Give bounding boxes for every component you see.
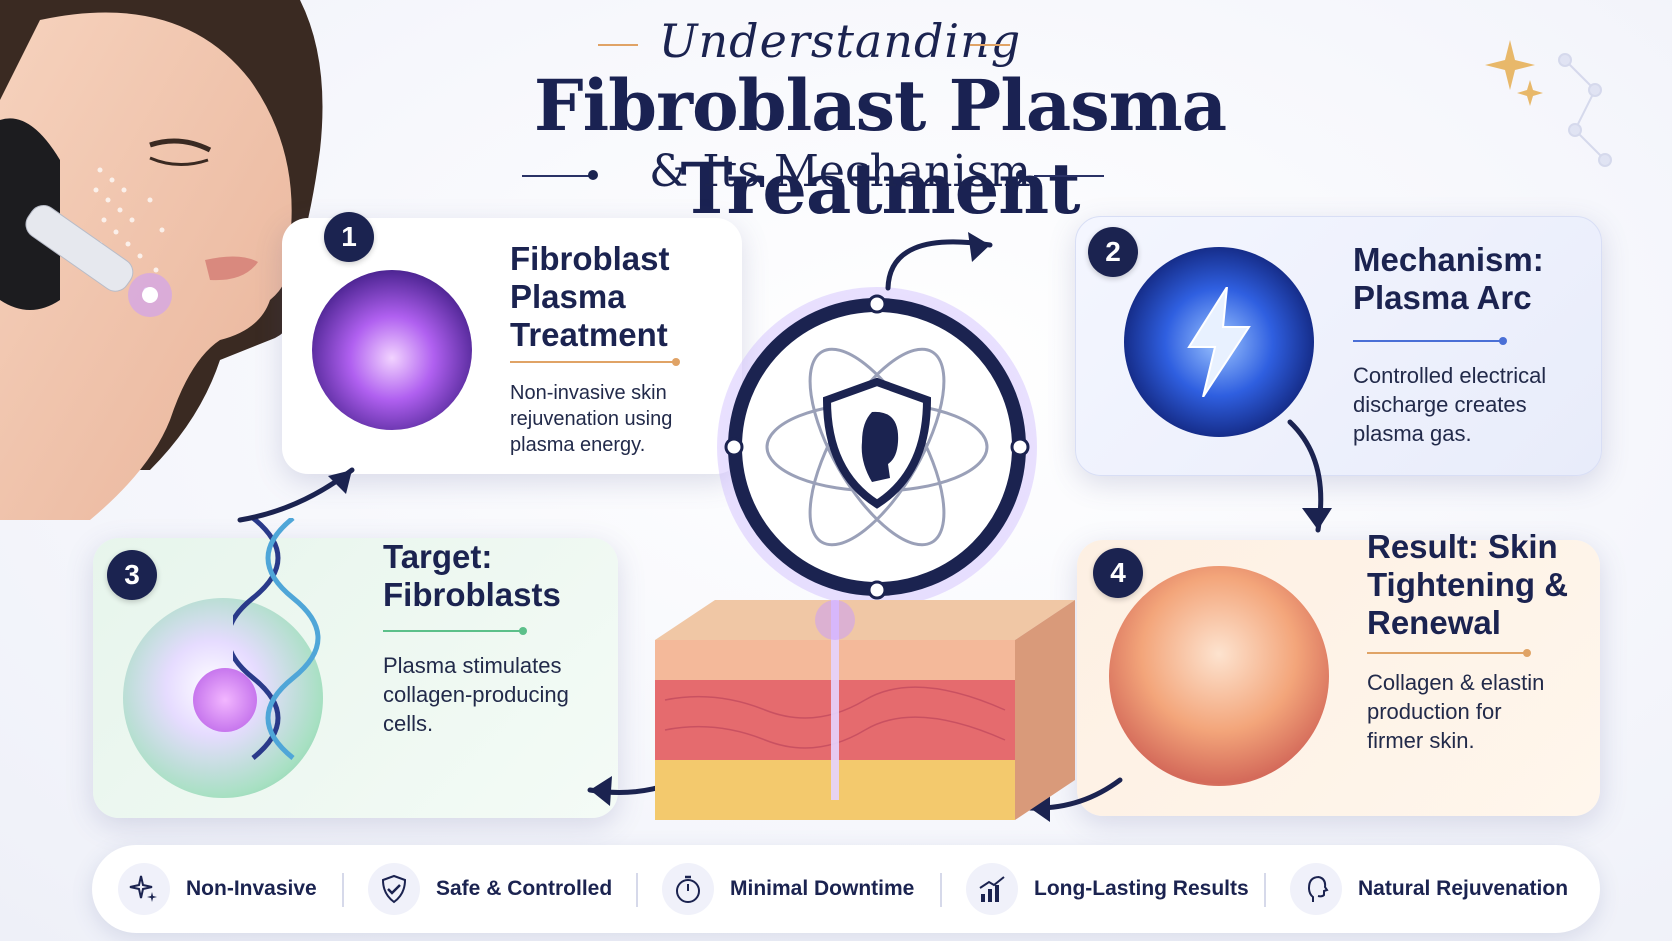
step-title-2b: Plasma Arc: [1353, 279, 1532, 316]
step-title-3b: Fibroblasts: [383, 576, 561, 613]
feature-safe-controlled: Safe & Controlled: [368, 845, 612, 933]
step-desc-1b: rejuvenation using: [510, 408, 673, 430]
plasma-spark-illustration: [312, 270, 472, 430]
feature-label-4: Long-Lasting Results: [1034, 877, 1249, 900]
step-desc-2b: discharge creates: [1353, 392, 1527, 417]
feature-non-invasive: Non-Invasive: [118, 845, 317, 933]
sparkle-icon: [1485, 40, 1612, 167]
step-desc-3c: cells.: [383, 711, 434, 736]
subtitle-rule-left: [522, 175, 592, 177]
subtitle-dot-right: [1016, 170, 1026, 180]
step-desc-1c: plasma energy.: [510, 434, 646, 456]
subtitle-rule-right: [1034, 175, 1104, 177]
step-title-4c: Renewal: [1367, 604, 1501, 641]
step-card-3: 3 Target: Fibroblasts Plasma stimulates …: [93, 518, 618, 818]
shield-check-icon: [368, 863, 420, 915]
step-card-4: 4 Result: Skin Tightening & Renewal Coll…: [1077, 528, 1600, 816]
step-desc-2c: plasma gas.: [1353, 421, 1472, 446]
step-title-4a: Result: Skin: [1367, 528, 1558, 565]
step-card-2: 2 Mechanism: Plasma Arc Controlled elect…: [1075, 216, 1602, 476]
step-title-2a: Mechanism:: [1353, 241, 1544, 278]
feature-divider-3: [940, 873, 942, 907]
step-title-1c: Treatment: [510, 316, 668, 353]
skin-layers-block: [655, 600, 1075, 820]
face-illustration: [0, 0, 323, 520]
header-kicker: Understanding: [658, 14, 1022, 68]
step-badge-3: 3: [107, 550, 157, 600]
feature-divider-4: [1264, 873, 1266, 907]
step-rule-4: [1367, 649, 1531, 657]
feature-long-lasting: Long-Lasting Results: [966, 845, 1249, 933]
dna-helix-icon: [233, 518, 321, 760]
step-desc-4a: Collagen & elastin: [1367, 670, 1545, 695]
step-desc-4b: production for: [1367, 699, 1502, 724]
step-card-1: 1 Fibroblast Plasma Treatment Non-invasi…: [282, 212, 742, 474]
step-badge-4: 4: [1093, 548, 1143, 598]
step-title-4b: Tightening &: [1367, 566, 1569, 603]
subtitle-dot-left: [588, 170, 598, 180]
step-rule-1: [510, 358, 680, 366]
step-badge-1: 1: [324, 212, 374, 262]
step-rule-2: [1353, 337, 1507, 345]
page-title: Fibroblast Plasma Treatment: [533, 64, 1227, 230]
page-subtitle: & Its Mechanism: [649, 146, 1031, 197]
cell-nucleus: [193, 668, 257, 732]
fibroblast-cell-illustration: [123, 598, 323, 798]
step-desc-3a: Plasma stimulates: [383, 653, 562, 678]
step-desc-1a: Non-invasive skin: [510, 382, 667, 404]
kicker-rule-right: [970, 44, 1010, 46]
stopwatch-icon: [662, 863, 714, 915]
step-badge-2: 2: [1088, 227, 1138, 277]
feature-label-3: Minimal Downtime: [730, 877, 915, 900]
feature-label-2: Safe & Controlled: [436, 877, 613, 900]
step-desc-4c: firmer skin.: [1367, 728, 1475, 753]
feature-label-5: Natural Rejuvenation: [1358, 877, 1569, 900]
step-title-1a: Fibroblast: [510, 240, 670, 277]
step-title-3a: Target:: [383, 538, 493, 575]
kicker-rule-left: [598, 44, 638, 46]
atom-shield-emblem: [717, 287, 1037, 607]
feature-bar: Non-Invasive Safe & Controlled Minimal D…: [92, 845, 1600, 933]
feature-minimal-downtime: Minimal Downtime: [662, 845, 914, 933]
step-title-1b: Plasma: [510, 278, 626, 315]
skin-layers-illustration: [1109, 566, 1329, 786]
growth-chart-icon: [966, 863, 1018, 915]
lightning-icon: [1187, 287, 1251, 397]
feature-divider-2: [636, 873, 638, 907]
plasma-arc-illustration: [1124, 247, 1314, 437]
face-profile-icon: [1290, 863, 1342, 915]
feature-label-1: Non-Invasive: [186, 877, 317, 900]
sparkle-icon: [118, 863, 170, 915]
feature-divider-1: [342, 873, 344, 907]
step-desc-3b: collagen-producing: [383, 682, 569, 707]
step-rule-3: [383, 627, 527, 635]
step-desc-2a: Controlled electrical: [1353, 363, 1547, 388]
feature-natural-rejuvenation: Natural Rejuvenation: [1290, 845, 1568, 933]
